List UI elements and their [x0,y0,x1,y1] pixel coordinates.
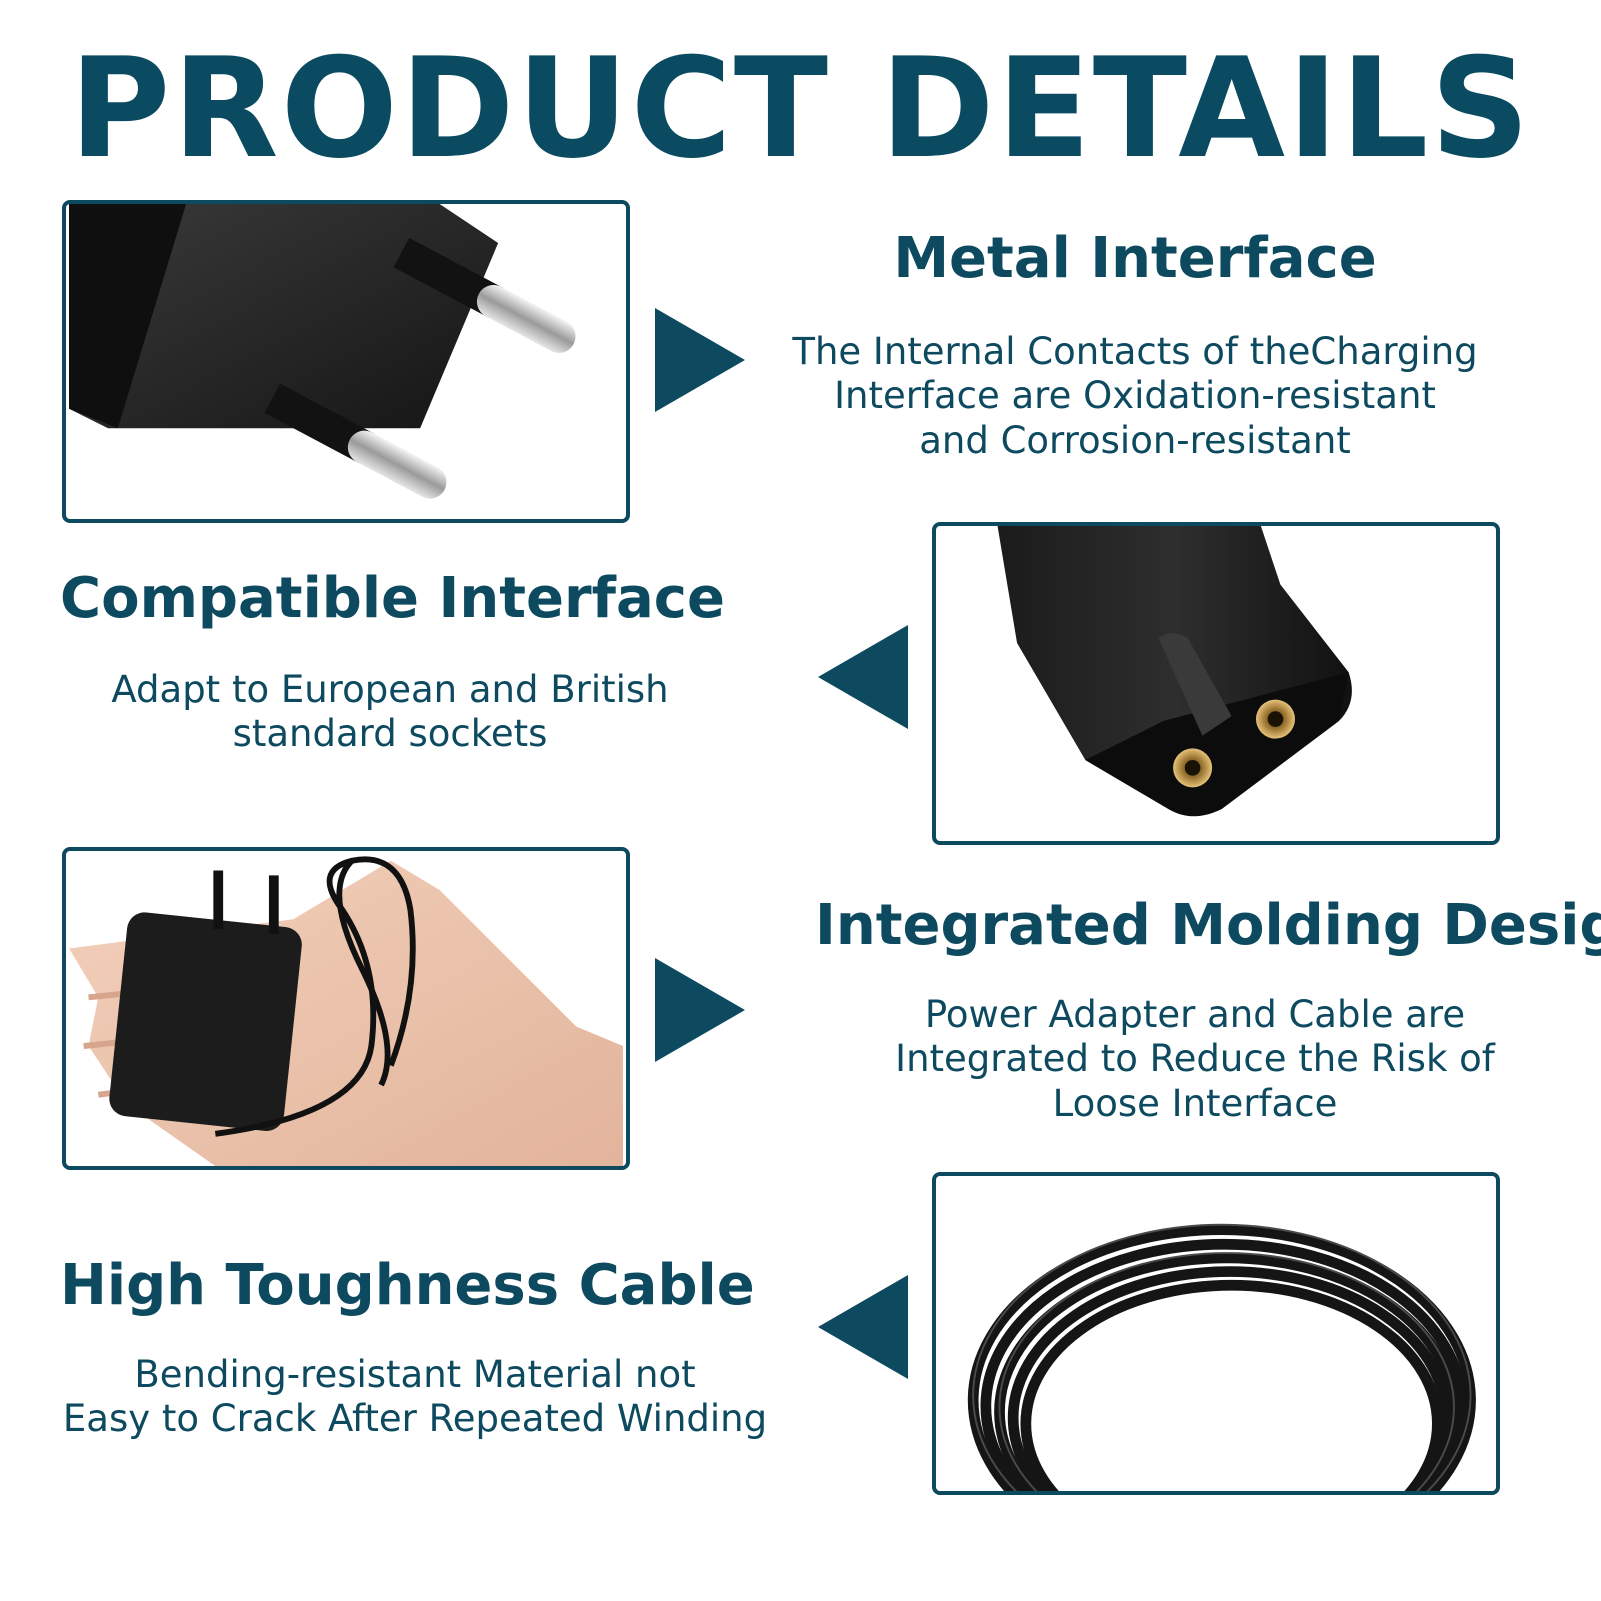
two-pin-connector-illustration [939,526,1493,841]
desc-line: Bending-resistant Material not [134,1353,696,1396]
left-pointing-triangle-icon [818,1275,908,1379]
desc-line: Easy to Crack After Repeated Winding [62,1397,768,1441]
heading-integrated-molding-design: Integrated Molding Design [815,893,1601,958]
desc-line: Integrated to Reduce the Risk of [895,1037,1495,1081]
desc-line: Interface are Oxidation-resistant [834,374,1436,418]
page-title: PRODUCT DETAILS [69,28,1532,189]
desc-high-toughness-cable: Bending-resistant Material not Easy to C… [40,1353,790,1442]
right-pointing-triangle-icon [655,958,745,1062]
desc-compatible-interface: Adapt to European and British standard s… [60,668,720,757]
heading-compatible-interface: Compatible Interface [60,566,725,631]
desc-line: Loose Interface [1052,1081,1338,1125]
desc-metal-interface: The Internal Contacts of theCharging Int… [790,330,1480,463]
heading-metal-interface: Metal Interface [893,226,1377,291]
desc-line: Adapt to European and British [111,668,669,711]
adapter-in-hand-illustration [69,851,623,1166]
desc-integrated-molding-design: Power Adapter and Cable are Integrated t… [880,993,1510,1126]
desc-line: standard sockets [232,712,548,756]
eu-plug-prongs-illustration [69,204,623,519]
adapter-in-hand-photo [62,847,630,1170]
right-pointing-triangle-icon [655,308,745,412]
connector-photo [932,522,1500,845]
desc-line: The Internal Contacts of theCharging [792,330,1478,373]
left-pointing-triangle-icon [818,625,908,729]
eu-plug-photo [62,200,630,523]
coiled-cable-illustration [939,1176,1493,1491]
heading-high-toughness-cable: High Toughness Cable [60,1253,755,1318]
desc-line: and Corrosion-resistant [919,418,1351,462]
coiled-cable-photo [932,1172,1500,1495]
desc-line: Power Adapter and Cable are [924,993,1466,1036]
